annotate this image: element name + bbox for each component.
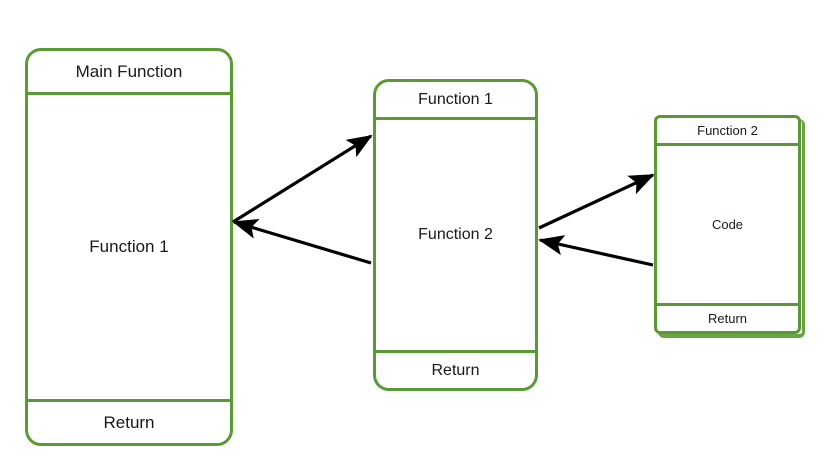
function-2-box[interactable]: Function 2 Code Return <box>654 115 801 334</box>
arrow-call-main-to-function1 <box>232 134 373 224</box>
main-function-box-header: Main Function <box>28 51 230 95</box>
function-1-box-body: Function 2 <box>418 226 493 243</box>
function-1-box[interactable]: Function 1 Function 2 Return <box>373 79 538 391</box>
main-function-box-body: Function 1 <box>89 237 169 256</box>
main-function-box-footer: Return <box>28 399 230 443</box>
function-2-box-footer: Return <box>657 303 798 331</box>
function-2-box-body: Code <box>711 217 744 232</box>
main-function-box[interactable]: Main Function Function 1 Return <box>25 48 233 446</box>
function-2-box-shadow <box>658 119 805 338</box>
arrow-return-function1-to-main <box>232 218 372 265</box>
function-2-box-header: Function 2 <box>657 118 798 146</box>
function-1-box-header: Function 1 <box>376 82 535 120</box>
arrow-return-function2-to-function1 <box>538 235 654 267</box>
function-1-box-footer: Return <box>376 350 535 388</box>
arrow-call-function1-to-function2 <box>538 173 655 230</box>
